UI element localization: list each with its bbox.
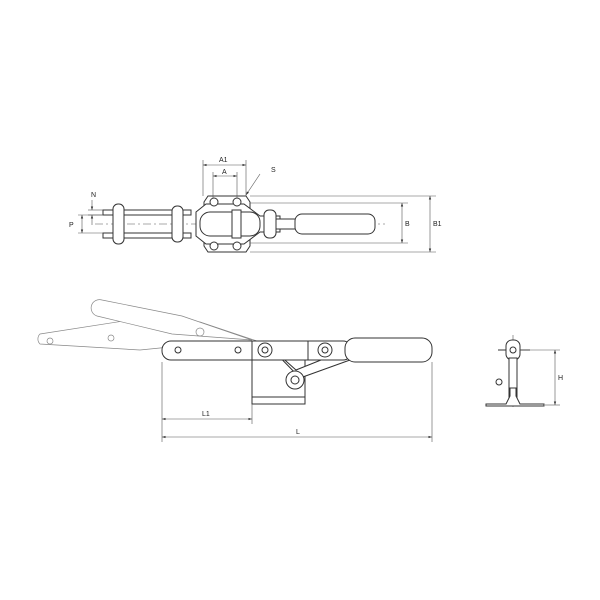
- dim-label-b1: B1: [433, 221, 442, 228]
- end-view: H: [485, 335, 563, 410]
- dim-label-n: N: [91, 192, 96, 199]
- dim-label-b: B: [405, 221, 410, 228]
- side-view: L1 L: [37, 299, 433, 442]
- dim-label-l: L: [296, 429, 300, 436]
- dim-label-s: S: [271, 167, 276, 174]
- dim-label-l1: L1: [202, 411, 210, 418]
- top-view: A1 A S B B1 N P: [69, 157, 442, 253]
- dim-label-p: P: [69, 222, 74, 229]
- dim-label-a1: A1: [219, 157, 228, 164]
- dim-label-h: H: [558, 375, 563, 382]
- dim-label-a: A: [222, 169, 227, 176]
